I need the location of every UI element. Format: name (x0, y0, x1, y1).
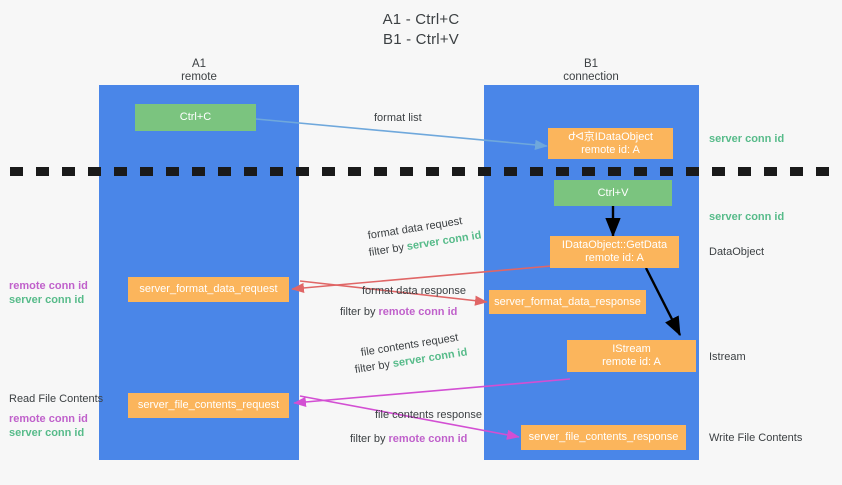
box-ctrl-v[interactable]: Ctrl+V (554, 180, 672, 206)
box-server-format-data-request[interactable]: server_format_data_request (128, 277, 289, 302)
lane-header-b1-name: B1 (583, 58, 599, 70)
box-server-file-contents-response[interactable]: server_file_contents_response (521, 425, 686, 450)
edge-label-format-data-response-filter-prefix: filter by (340, 306, 379, 318)
box-server-format-data-response-label: server_format_data_response (494, 295, 641, 308)
edge-label-format-list: format list (374, 112, 422, 124)
box-idataobject-line-2: remote id: A (581, 143, 640, 156)
box-ctrl-v-label: Ctrl+V (597, 186, 629, 199)
box-istream-line-2: remote id: A (602, 356, 661, 368)
lane-header-a1-role: remote (181, 71, 217, 83)
edge-label-file-contents-response-filter-prefix: filter by (350, 433, 389, 445)
edge-label-format-data-response-filter: filter by remote conn id (340, 305, 457, 320)
box-idataobject-line-1: ժᐊ京ІDataObject (568, 130, 653, 143)
box-ctrl-c-label: Ctrl+C (179, 111, 212, 123)
note-istream: Istream (709, 351, 746, 363)
lane-header-b1: B1 connection (491, 58, 691, 84)
box-ctrl-c[interactable]: Ctrl+C (135, 104, 256, 131)
box-istream-line-1: IStream (612, 343, 651, 355)
edge-label-format-data-response-line-1: format data response (362, 285, 466, 297)
note-write-file-contents: Write File Contents (709, 432, 803, 444)
dashed-divider (10, 167, 832, 176)
box-idataobject[interactable]: ժᐊ京ІDataObject remote id: A (548, 128, 673, 159)
edge-label-file-contents-response-filter: filter by remote conn id (350, 432, 467, 447)
edge-label-file-contents-response-filter-value: remote conn id (388, 433, 468, 445)
box-server-format-data-request-label: server_format_data_request (139, 283, 278, 295)
note-dataobject: DataObject (709, 246, 765, 258)
note-server-conn-id-mid: server conn id (709, 211, 785, 223)
note-remote-conn-id-1: remote conn id (9, 280, 88, 292)
box-server-file-contents-request-label: server_file_contents_request (137, 399, 280, 411)
note-server-conn-id-2: server conn id (9, 427, 85, 439)
lane-header-a1-name: A1 (191, 58, 207, 70)
box-idataobject-getdata-line-1: IDataObject::GetData (561, 239, 668, 251)
note-read-file-contents: Read File Contents (9, 393, 104, 405)
edge-label-format-data-request-filter-prefix: filter by (367, 241, 408, 259)
lane-header-b1-role: connection (563, 71, 619, 83)
note-server-conn-id-1: server conn id (9, 294, 85, 306)
box-idataobject-getdata[interactable]: IDataObject::GetData remote id: A (550, 236, 679, 268)
edge-label-format-data-response-filter-value: remote conn id (378, 306, 458, 318)
diagram-title-line-1: A1 - Ctrl+C (382, 11, 460, 28)
note-server-conn-id-top: server conn id (709, 133, 785, 145)
box-server-file-contents-request[interactable]: server_file_contents_request (128, 393, 289, 418)
box-server-file-contents-response-label: server_file_contents_response (528, 431, 679, 443)
lane-header-a1: A1 remote (99, 58, 299, 84)
box-server-format-data-response[interactable]: server_format_data_response (489, 290, 646, 314)
box-idataobject-getdata-line-2: remote id: A (585, 252, 644, 264)
note-remote-conn-id-2: remote conn id (9, 413, 88, 425)
edge-label-file-contents-request-filter-prefix: filter by (353, 358, 394, 376)
diagram-title-line-2: B1 - Ctrl+V (383, 31, 459, 48)
edge-label-file-contents-response-line-1: file contents response (375, 409, 483, 421)
box-istream[interactable]: IStream remote id: A (567, 340, 696, 372)
